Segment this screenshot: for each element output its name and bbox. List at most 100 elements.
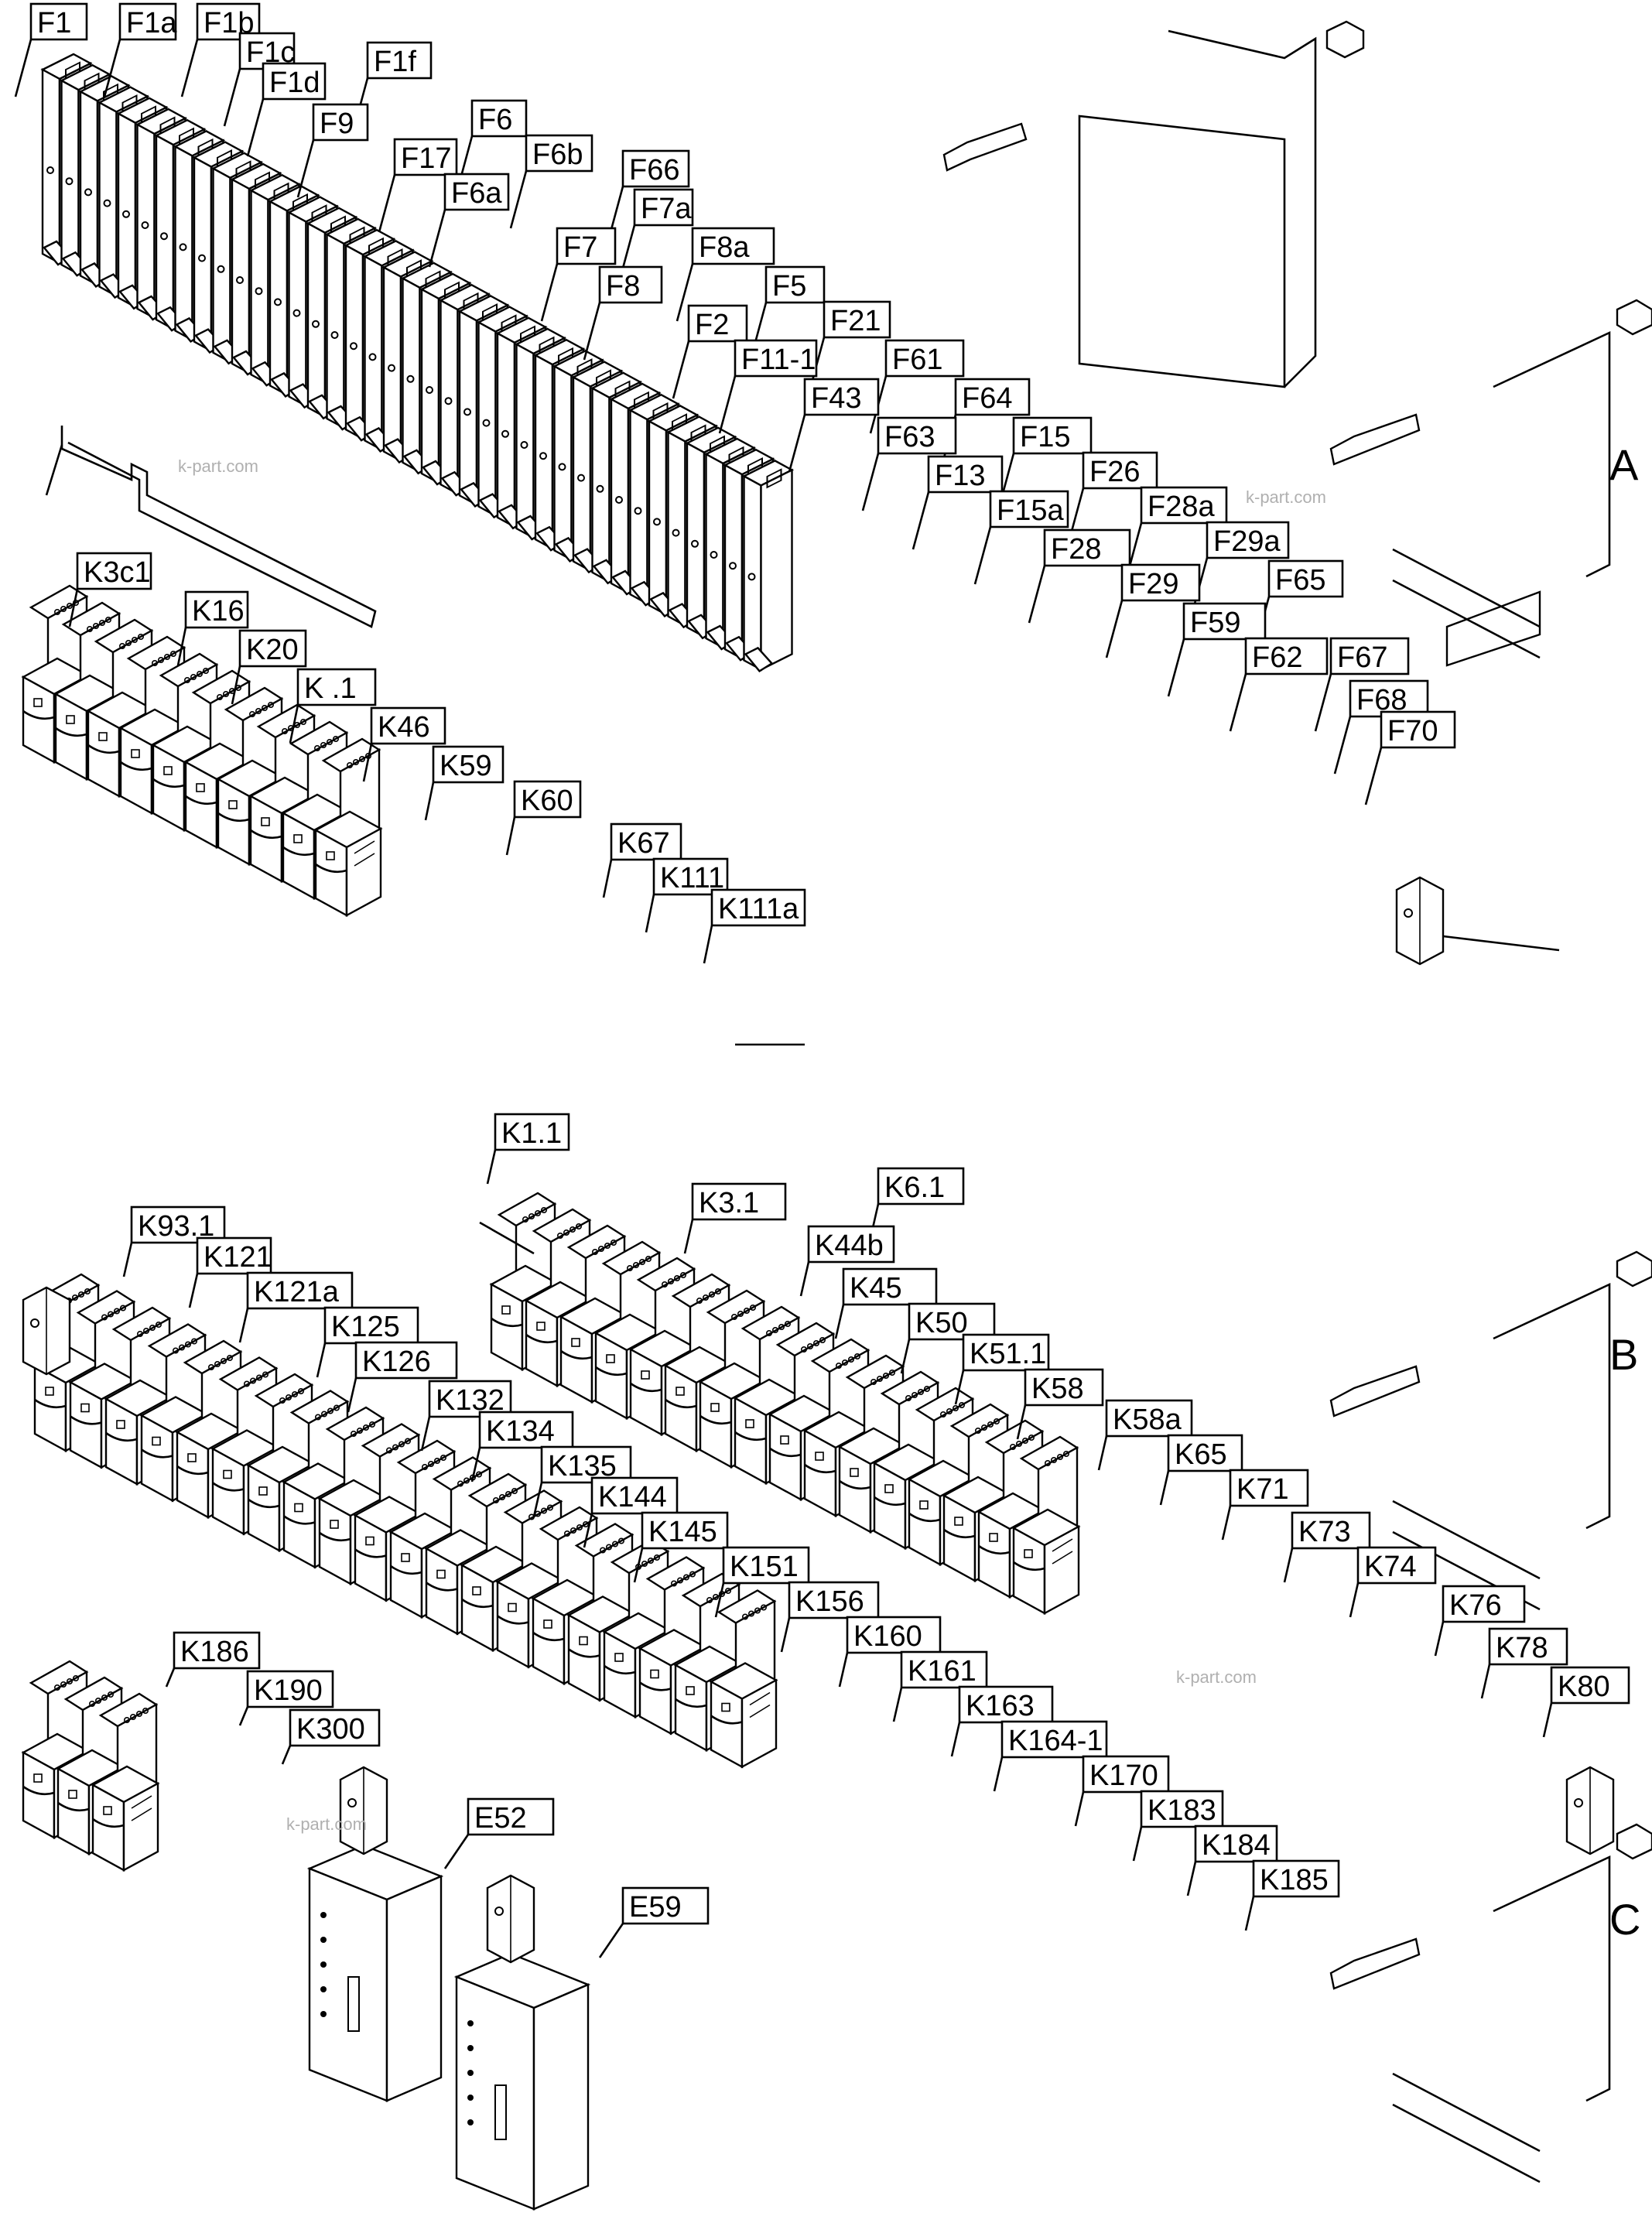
relay-band (665, 1398, 697, 1409)
watermark-text: k-part.com (1246, 487, 1326, 507)
module-0-label: E52 (474, 1802, 527, 1835)
fuse-13-callout: F7 (540, 227, 617, 322)
relay-right-11-label-box (1291, 1511, 1371, 1550)
fuse-14-label-box (691, 227, 775, 265)
relay-tab (98, 732, 108, 741)
socket-pin (385, 1447, 392, 1454)
end-clip-fuse-leader (1442, 935, 1560, 952)
relay-band (315, 863, 347, 874)
relay-left-17-callout: K183 (1132, 1790, 1224, 1862)
module-e52-led (320, 1912, 327, 1918)
relay-band (55, 727, 87, 737)
socket-pin (136, 1711, 143, 1718)
relay-left-18-callout: K184 (1186, 1824, 1278, 1896)
relay-tab (365, 1536, 375, 1546)
mount-channel-front (1078, 115, 1286, 388)
relay-left-2-label: K121a (254, 1276, 340, 1308)
relay-right-14-leader (1480, 1664, 1491, 1699)
relay-band (70, 1415, 102, 1425)
relay-band (120, 761, 152, 771)
relay-band (282, 846, 315, 857)
socket-pin (440, 1455, 446, 1462)
fuse-front (420, 287, 440, 485)
fuse-4-label: F1d (269, 67, 320, 99)
socket-pin (101, 1314, 108, 1321)
fuse-hole (65, 177, 74, 186)
socket-pin (216, 693, 223, 700)
rack-right-leader (479, 1221, 535, 1255)
socket-pin (132, 636, 139, 643)
relay-right-6-label-box (962, 1333, 1050, 1372)
relay-band (595, 1366, 628, 1376)
module-e59-clip-hole (494, 1907, 504, 1916)
fuse-front (572, 375, 592, 573)
relay-left-6-leader (470, 1447, 481, 1483)
relay-band (630, 1382, 662, 1393)
fuse-36-leader (1333, 716, 1352, 775)
socket-pin (99, 619, 106, 626)
socket-pin (667, 1278, 674, 1285)
fuse-hole (539, 452, 547, 460)
socket-pin (676, 1577, 683, 1584)
socket-pin (511, 1488, 518, 1495)
relay-left-0-callout: K93.1 (122, 1205, 226, 1277)
relay-left-3-callout: K125 (316, 1306, 419, 1378)
relay-right-13-leader (1434, 1621, 1445, 1657)
relay-tab (606, 1354, 615, 1363)
relay-right-4-label-box (842, 1267, 938, 1306)
relay-band (978, 1544, 1011, 1555)
fuse-front (268, 200, 289, 397)
fuse-hole (292, 309, 301, 317)
relay-right-6-label: K51.1 (970, 1338, 1046, 1370)
fuse-20-label: F61 (892, 344, 942, 376)
relay-right-0-callout: K1.1 (486, 1113, 570, 1185)
relay-left-17-label-box (1140, 1790, 1224, 1828)
socket-pin (356, 1428, 363, 1435)
socket-pin (125, 639, 132, 646)
relay-tab (68, 1790, 77, 1799)
socket-pin (924, 1386, 931, 1393)
socket-pin (73, 1675, 80, 1682)
fuse-21-leader (788, 414, 806, 473)
socket-pin (987, 1421, 994, 1428)
fuse-8-label: F17 (401, 142, 451, 175)
relay-right-12-leader (1349, 1582, 1360, 1618)
relay-upper-1-leader (176, 627, 187, 666)
relay-left-16-label-box (1082, 1755, 1170, 1794)
mount-channel-side (1168, 29, 1317, 388)
relay-upper-6-leader (505, 816, 516, 856)
bracket-detail-c-nut (1616, 1823, 1652, 1860)
relay-right-8-leader (1097, 1435, 1108, 1471)
relay-tab (989, 1533, 998, 1542)
relay-band (675, 1698, 707, 1708)
fuse-27-label: F15a (997, 494, 1064, 527)
fuse-hole (84, 188, 92, 197)
bracket-detail-c-rail (1392, 2072, 1541, 2184)
relay-right-0-label: K1.1 (501, 1117, 562, 1150)
relay-band (34, 1398, 67, 1409)
socket-pin (320, 1411, 327, 1418)
relay-upper-8-callout: K111 (645, 857, 729, 933)
socket-pin (528, 1213, 535, 1220)
relay-right-1-callout: K3.1 (683, 1182, 787, 1254)
relay-upper-3-label-box (296, 668, 377, 706)
fuse-33-label-box (1182, 602, 1267, 641)
fuse-6-callout: F9 (296, 103, 369, 198)
fuse-37-callout: F70 (1364, 710, 1456, 805)
relay-upper-4-callout: K46 (362, 706, 446, 782)
fuse-front (98, 101, 118, 298)
relay-left-0-leader (122, 1242, 133, 1277)
fuse-0-leader (14, 39, 32, 97)
socket-pin (807, 1343, 814, 1350)
fuse-18-callout: F21 (807, 300, 891, 395)
relay-right-5-label: K50 (915, 1307, 968, 1339)
fuse-front (60, 79, 80, 276)
mount-nut (1325, 20, 1365, 59)
bracket-detail-b-bolt (1329, 1365, 1421, 1418)
fuse-15-leader (583, 302, 601, 361)
socket-pin (297, 1388, 304, 1395)
relay-left-2-leader (238, 1308, 249, 1343)
module-e52-side (385, 1875, 443, 2102)
relay-upper-3-leader (289, 704, 299, 744)
